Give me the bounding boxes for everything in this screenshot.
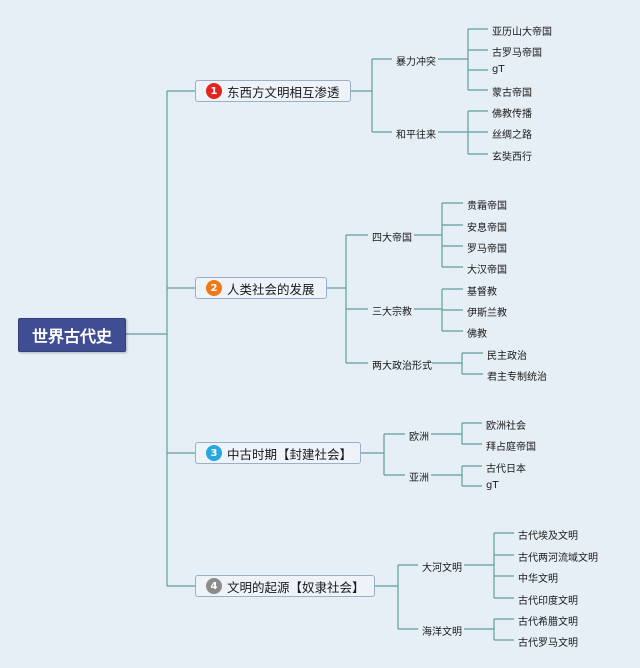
branch-topic-1[interactable]: 1 东西方文明相互渗透 [195, 80, 351, 102]
branch-label-4: 文明的起源【奴隶社会】 [227, 579, 365, 595]
subtopic-2-1[interactable]: 四大帝国 [372, 233, 412, 244]
subtopic-3-1[interactable]: 欧洲 [409, 432, 429, 443]
leaf-2-3-1[interactable]: 民主政治 [487, 351, 527, 362]
root-topic[interactable]: 世界古代史 [18, 318, 126, 352]
leaf-2-1-1[interactable]: 贵霜帝国 [467, 201, 507, 212]
subtopic-1-2[interactable]: 和平往来 [396, 130, 436, 141]
leaf-1-2-2[interactable]: 丝绸之路 [492, 130, 532, 141]
leaf-1-2-3[interactable]: 玄奘西行 [492, 152, 532, 163]
branch-topic-2[interactable]: 2 人类社会的发展 [195, 277, 327, 299]
leaf-4-1-1[interactable]: 古代埃及文明 [518, 531, 578, 542]
branch-label-2: 人类社会的发展 [227, 281, 315, 297]
leaf-3-1-1[interactable]: 欧洲社会 [486, 421, 526, 432]
number-badge-2: 2 [206, 280, 222, 296]
subtopic-2-3[interactable]: 两大政治形式 [372, 361, 432, 372]
leaf-2-3-2[interactable]: 君主专制统治 [487, 372, 547, 383]
leaf-2-2-1[interactable]: 基督教 [467, 287, 497, 298]
leaf-1-1-1[interactable]: 亚历山大帝国 [492, 27, 552, 38]
leaf-3-1-2[interactable]: 拜占庭帝国 [486, 442, 536, 453]
branch-topic-3[interactable]: 3 中古时期【封建社会】 [195, 442, 361, 464]
subtopic-3-2[interactable]: 亚洲 [409, 473, 429, 484]
branch-topic-4[interactable]: 4 文明的起源【奴隶社会】 [195, 575, 375, 597]
leaf-4-1-2[interactable]: 古代两河流域文明 [518, 553, 598, 564]
subtopic-4-1[interactable]: 大河文明 [422, 563, 462, 574]
leaf-1-1-2[interactable]: 古罗马帝国 [492, 48, 542, 59]
leaf-1-1-3[interactable]: gT [492, 64, 505, 75]
leaf-1-1-4[interactable]: 蒙古帝国 [492, 88, 532, 99]
leaf-4-1-3[interactable]: 中华文明 [518, 574, 558, 585]
leaf-2-1-4[interactable]: 大汉帝国 [467, 265, 507, 276]
leaf-2-2-3[interactable]: 佛教 [467, 329, 487, 340]
leaf-3-2-1[interactable]: 古代日本 [486, 464, 526, 475]
number-badge-1: 1 [206, 83, 222, 99]
leaf-2-2-2[interactable]: 伊斯兰教 [467, 308, 507, 319]
leaf-4-2-1[interactable]: 古代希腊文明 [518, 617, 578, 628]
branch-label-1: 东西方文明相互渗透 [227, 84, 340, 100]
number-badge-4: 4 [206, 578, 222, 594]
subtopic-2-2[interactable]: 三大宗教 [372, 307, 412, 318]
leaf-4-1-4[interactable]: 古代印度文明 [518, 596, 578, 607]
leaf-2-1-2[interactable]: 安息帝国 [467, 223, 507, 234]
leaf-3-2-2[interactable]: gT [486, 480, 499, 491]
leaf-1-2-1[interactable]: 佛教传播 [492, 109, 532, 120]
branch-label-3: 中古时期【封建社会】 [227, 446, 353, 462]
leaf-2-1-3[interactable]: 罗马帝国 [467, 244, 507, 255]
subtopic-1-1[interactable]: 暴力冲突 [396, 57, 436, 68]
leaf-4-2-2[interactable]: 古代罗马文明 [518, 638, 578, 649]
subtopic-4-2[interactable]: 海洋文明 [422, 627, 462, 638]
number-badge-3: 3 [206, 445, 222, 461]
